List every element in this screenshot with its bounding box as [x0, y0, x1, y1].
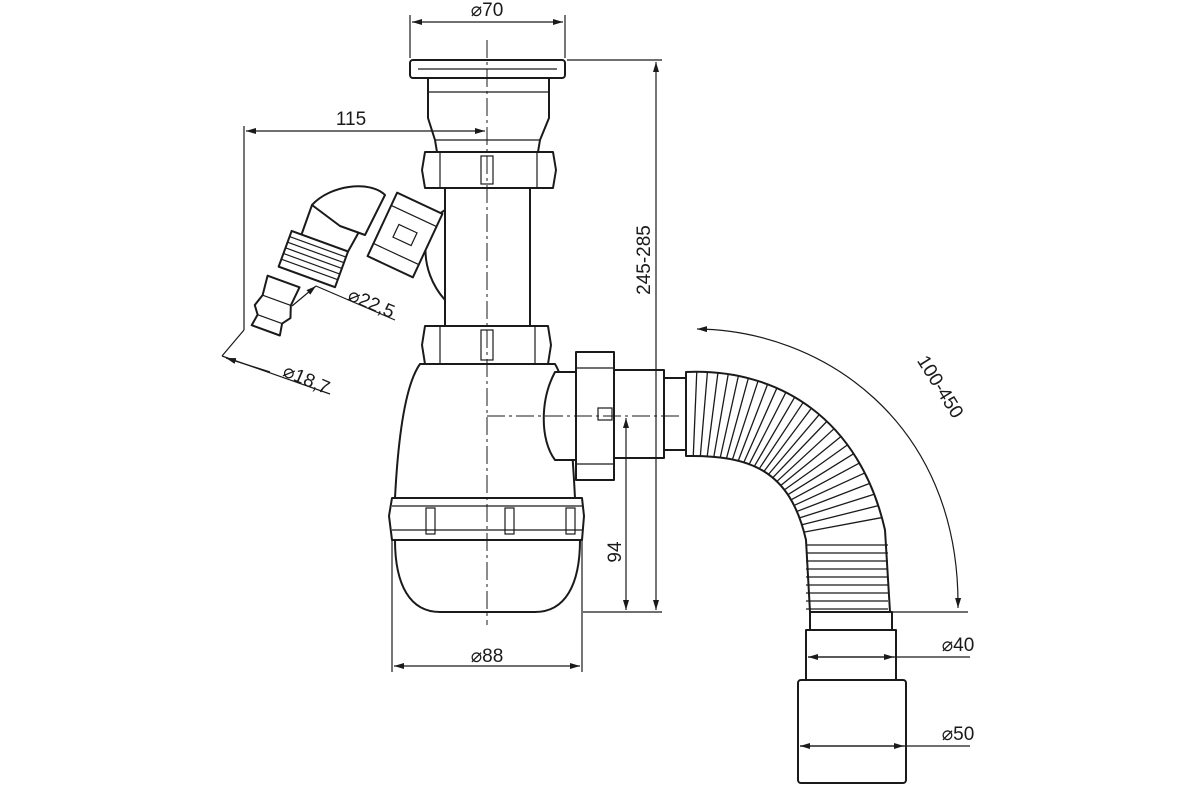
label-bowl-diameter: ⌀88	[471, 646, 504, 667]
hose-nozzle	[250, 274, 301, 337]
flex-connector-40	[805, 629, 897, 681]
label-pipe-diameter-2: ⌀50	[942, 724, 975, 745]
label-hose-outer-diameter: ⌀18,7	[280, 361, 333, 399]
siphon-body	[388, 59, 687, 613]
flex-rib	[692, 371, 698, 456]
inlet-nut	[366, 191, 444, 279]
center-lines	[486, 40, 680, 625]
flex-connector-50	[797, 679, 907, 784]
drain-collar	[427, 77, 550, 153]
flex-connector-top	[809, 611, 893, 631]
label-total-height: 245-285	[634, 225, 655, 295]
label-grate-diameter: ⌀70	[471, 0, 504, 21]
inlet-thread	[277, 229, 350, 289]
label-outlet-height: 94	[605, 541, 626, 563]
label-flex-length: 100-450	[912, 352, 967, 422]
side-inlet	[250, 185, 444, 337]
outlet-pipe-step	[663, 377, 687, 451]
outlet-nut	[575, 351, 615, 481]
dimension-lines	[221, 15, 970, 749]
label-hose-inner-diameter: ⌀22,5	[345, 285, 398, 323]
upper-nut	[421, 151, 557, 189]
label-pipe-diameter-1: ⌀40	[942, 635, 975, 656]
flex-hose	[685, 370, 907, 784]
label-outlet-offset: 115	[336, 109, 366, 130]
